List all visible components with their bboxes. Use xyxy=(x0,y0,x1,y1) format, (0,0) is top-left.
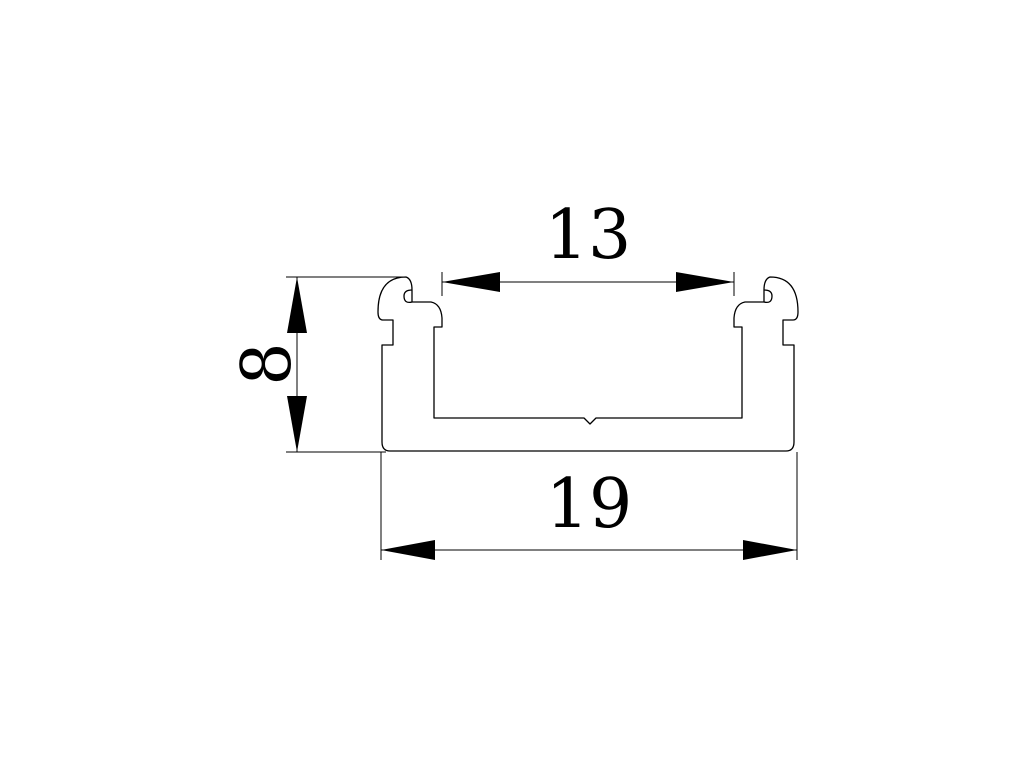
top-arrow-left xyxy=(442,272,500,292)
dimension-top-width: 13 xyxy=(441,196,735,296)
right-lug-detail xyxy=(763,289,773,304)
left-lug-detail xyxy=(403,289,413,304)
height-arrow-bottom xyxy=(287,396,307,452)
profile-outline xyxy=(377,276,799,452)
height-label: 8 xyxy=(228,342,307,385)
dimension-height: 8 xyxy=(228,276,404,453)
profile-outer-edge xyxy=(377,276,799,452)
bottom-width-label: 19 xyxy=(546,465,633,544)
height-arrow-top xyxy=(287,277,307,333)
bottom-arrow-left xyxy=(381,540,435,560)
dimension-bottom-width: 19 xyxy=(380,452,798,560)
top-width-label: 13 xyxy=(545,196,632,275)
bottom-arrow-right xyxy=(743,540,797,560)
top-arrow-right xyxy=(676,272,734,292)
